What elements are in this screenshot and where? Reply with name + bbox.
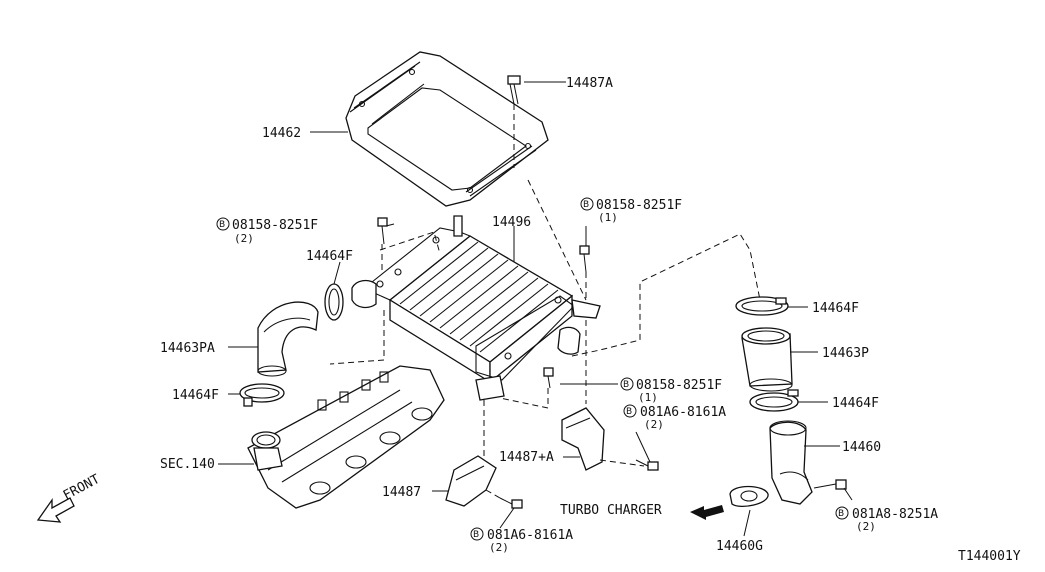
label-14464f-lower-left: 14464F bbox=[172, 388, 219, 403]
label-14462: 14462 bbox=[262, 126, 301, 141]
bolt-quantity: (2) bbox=[234, 232, 254, 245]
bracket-14487-plus-a bbox=[561, 407, 605, 471]
bolt-callout-center-mid: B 08158-8251F (1) bbox=[620, 377, 722, 404]
gasket-14460g bbox=[729, 485, 769, 508]
bolt-part-number: 08158-8251F bbox=[232, 218, 318, 233]
label-14464f-right-bottom: 14464F bbox=[832, 396, 879, 411]
clamp-14464f-lower-left bbox=[239, 383, 285, 407]
label-sec-140: SEC.140 bbox=[160, 457, 215, 472]
bracket-14487 bbox=[445, 455, 497, 507]
label-diagram-id: T144001Y bbox=[958, 549, 1021, 564]
label-front: FRONT bbox=[61, 472, 103, 504]
leader-lines bbox=[218, 81, 840, 537]
bolt-part-number: 08158-8251F bbox=[596, 198, 682, 213]
intercooler-core bbox=[351, 215, 581, 384]
bolt-part-number: 081A6-8161A bbox=[487, 528, 573, 543]
pipe-14460 bbox=[769, 420, 813, 505]
hose-14463p bbox=[741, 327, 793, 392]
front-arrow bbox=[36, 497, 75, 523]
bolt-quantity: (2) bbox=[644, 418, 664, 431]
bolt-part-number: 08158-8251F bbox=[636, 378, 722, 393]
label-14463p: 14463P bbox=[822, 346, 869, 361]
bolt-quantity: (2) bbox=[856, 520, 876, 533]
label-14460g: 14460G bbox=[716, 539, 763, 554]
hose-14463pa bbox=[257, 301, 319, 377]
bolt-quantity: (2) bbox=[489, 541, 509, 554]
bolt-part-number: 081A8-8251A bbox=[852, 507, 938, 522]
label-14487a: 14487A bbox=[566, 76, 613, 91]
label-14464f-left: 14464F bbox=[306, 249, 353, 264]
bolt-callout-bottom: B 081A6-8161A (2) bbox=[470, 527, 573, 554]
label-14496: 14496 bbox=[492, 215, 531, 230]
bolt-badge: B bbox=[626, 407, 632, 417]
label-turbo-charger: TURBO CHARGER bbox=[560, 503, 662, 518]
bolt-part-number: 081A6-8161A bbox=[640, 405, 726, 420]
intercooler-cover-plate bbox=[345, 51, 549, 207]
bolt-callout-center-top: B 08158-8251F (1) bbox=[580, 197, 682, 224]
label-14487-plus-a: 14487+A bbox=[499, 450, 554, 465]
bolt-badge: B bbox=[838, 509, 844, 519]
assembly-lines bbox=[329, 104, 761, 499]
label-14460: 14460 bbox=[842, 440, 881, 455]
label-14464f-right-top: 14464F bbox=[812, 301, 859, 316]
turbo-charger-arrow bbox=[690, 505, 724, 520]
bolt-14487a bbox=[507, 75, 521, 105]
bolt-callout-center-low: B 081A6-8161A (2) bbox=[623, 404, 726, 431]
label-14487: 14487 bbox=[382, 485, 421, 500]
clamp-14464f-right-bottom bbox=[749, 389, 799, 412]
label-14463pa: 14463PA bbox=[160, 341, 215, 356]
clamp-14464f-right-top bbox=[735, 296, 789, 316]
clamp-14464f-left bbox=[324, 283, 344, 321]
core-bracket-right bbox=[475, 299, 601, 401]
bolt-quantity: (1) bbox=[638, 391, 658, 404]
bolt-callout-left-top: B 08158-8251F (2) bbox=[216, 217, 318, 245]
bolt-badge: B bbox=[473, 530, 479, 540]
intake-manifold bbox=[247, 365, 445, 509]
bolt-leader-lines bbox=[499, 226, 853, 529]
bolt-shapes bbox=[377, 217, 847, 509]
bolt-quantity: (1) bbox=[598, 211, 618, 224]
bolt-badge: B bbox=[583, 200, 589, 210]
bolt-callout-right: B 081A8-8251A (2) bbox=[835, 506, 938, 533]
bolt-badge: B bbox=[623, 380, 629, 390]
bolt-badge: B bbox=[219, 220, 225, 230]
